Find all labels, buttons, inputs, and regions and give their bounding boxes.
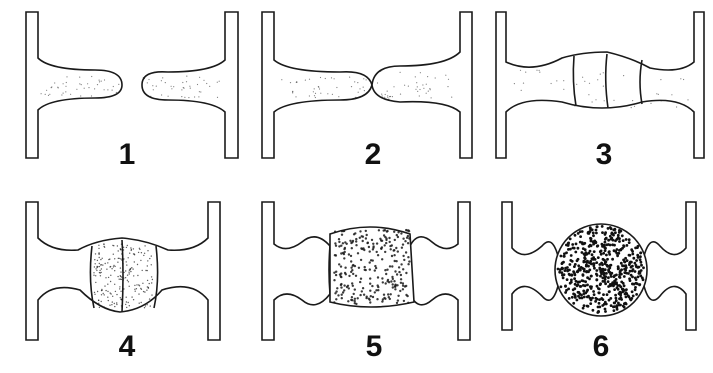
panel-2: 2 [240, 0, 480, 185]
panel-4-label: 4 [107, 332, 147, 362]
panel-5: 5 [250, 190, 482, 373]
panel-1: 1 [0, 0, 240, 185]
panel-5-label: 5 [354, 332, 394, 362]
panel-6: 6 [490, 190, 713, 373]
panel-3-label: 3 [584, 140, 624, 170]
panel-1-label: 1 [107, 140, 147, 170]
panel-6-label: 6 [581, 332, 621, 362]
panel-2-label: 2 [353, 140, 393, 170]
panel-3: 3 [482, 0, 713, 185]
panel-4: 4 [0, 190, 240, 373]
